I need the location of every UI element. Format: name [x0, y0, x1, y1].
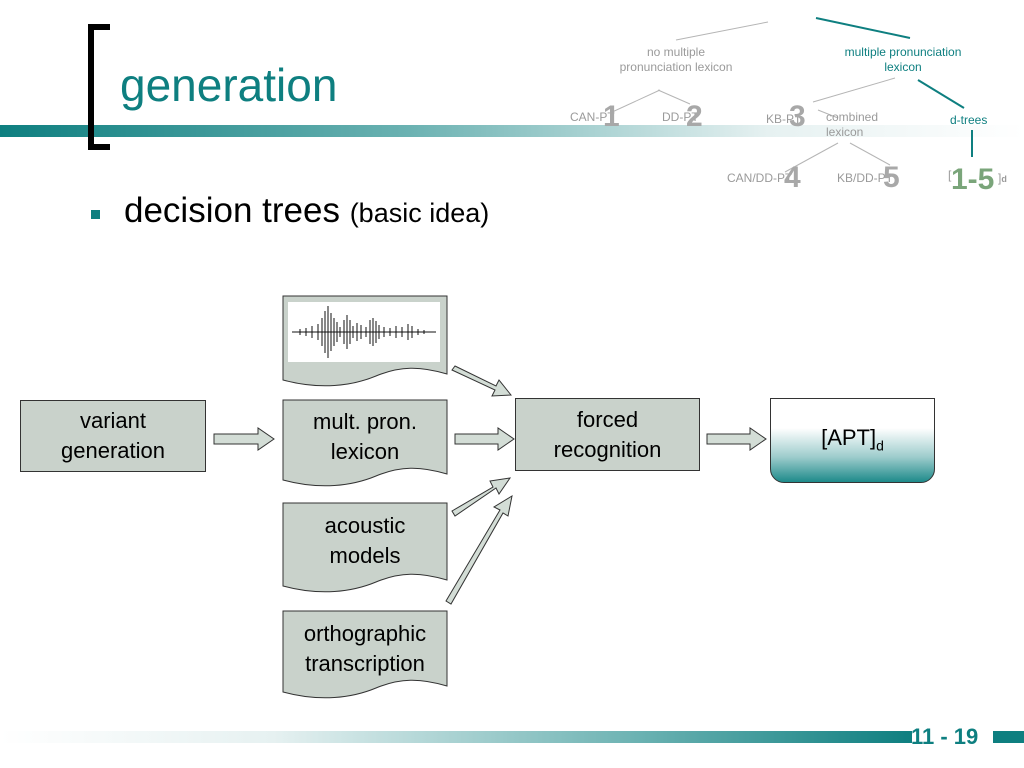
slide-title: generation — [120, 59, 338, 111]
tree-node-multiple: multiple pronunciation lexicon — [833, 45, 973, 75]
tree-leaf-can-pt: CAN-PT — [570, 110, 615, 124]
tree-edge-combined-4 — [784, 142, 839, 173]
tree-num-2: 2 — [686, 100, 703, 133]
forced-recognition-label: forced recognition — [553, 406, 662, 462]
tree-sub-d: d — [1001, 174, 1007, 184]
acoustic-models-label: acoustic models — [324, 513, 406, 568]
arrow-lexicon-to-forced — [454, 427, 515, 451]
tree-node-combined: combined lexicon — [826, 110, 878, 140]
tree-edge-root-left — [675, 21, 769, 41]
title-underline-bar — [0, 125, 1024, 137]
tree-leaf-kb-dd-pt: KB/DD-PT — [837, 171, 894, 185]
doc-orthographic-shape — [282, 610, 448, 699]
variant-generation-box: variant generation — [20, 400, 206, 472]
arrow-ortho-to-forced — [445, 494, 513, 605]
tree-node-no-multiple: no multiple pronunciation lexicon — [608, 45, 744, 75]
orthographic-transcription-doc: orthographic transcription — [283, 611, 447, 687]
bullet-main-text: decision trees — [124, 191, 340, 230]
title-bracket — [88, 24, 110, 150]
bullet-item: decision trees (basic idea) — [124, 190, 489, 232]
bullet-marker — [91, 210, 100, 219]
tree-leaf-dd-pt: DD-PT — [662, 110, 699, 124]
acoustic-models-doc: acoustic models — [283, 503, 447, 579]
tree-edge-left-1 — [609, 89, 661, 114]
tree-edge-3-combined — [817, 109, 839, 119]
arrow-variant-to-lexicon — [213, 427, 275, 451]
tree-bracket-right: ]d — [998, 171, 1007, 185]
orthographic-transcription-label: orthographic transcription — [303, 621, 427, 676]
variant-generation-label: variant generation — [61, 408, 165, 463]
arrow-acoustic-to-forced — [451, 477, 512, 517]
tree-bracket-left: [ — [948, 168, 952, 182]
tree-num-5: 5 — [883, 161, 900, 194]
footer-bar-end — [993, 731, 1024, 743]
doc-mult-pron-shape — [282, 399, 448, 487]
apt-sub: d — [876, 437, 884, 454]
doc-acoustic-shape — [282, 502, 448, 593]
tree-bracket-right-text: ] — [998, 171, 1002, 185]
forced-recognition-box: forced recognition — [515, 398, 700, 471]
mult-pron-lexicon-doc: mult. pron. lexicon — [283, 400, 447, 474]
mult-pron-lexicon-label: mult. pron. lexicon — [313, 409, 417, 464]
tree-leaf-can-dd-pt: CAN/DD-PT — [727, 171, 793, 185]
tree-edge-dtrees — [917, 79, 965, 109]
tree-node-multiple-text: multiple pronunciation lexicon — [844, 45, 962, 74]
bullet-paren-text: (basic idea) — [349, 198, 490, 228]
waveform-icon — [292, 306, 436, 358]
tree-num-4: 4 — [784, 161, 801, 194]
tree-edge-root-right — [815, 17, 911, 39]
apt-output-doc: [APT]d — [770, 398, 935, 483]
footer-bar — [0, 731, 912, 743]
tree-num-1-5: 1-5 — [951, 163, 995, 196]
tree-node-no-multiple-text: no multiple pronunciation lexicon — [619, 45, 733, 74]
page-number: 11 - 19 — [911, 724, 979, 749]
tree-leaf-kb-pt: KB-PT — [766, 112, 802, 126]
arrow-forced-to-apt — [706, 427, 767, 451]
tree-edge-right-3 — [812, 77, 896, 103]
tree-edge-left-2 — [657, 89, 691, 105]
tree-node-dtrees: d-trees — [950, 113, 988, 127]
tree-num-3: 3 — [789, 100, 806, 133]
apt-label: [APT] — [821, 425, 877, 450]
arrow-waveform-to-forced — [451, 365, 512, 397]
tree-node-combined-text: combined lexicon — [826, 110, 879, 139]
tree-edge-combined-5 — [849, 142, 891, 166]
tree-num-1: 1 — [603, 100, 620, 133]
